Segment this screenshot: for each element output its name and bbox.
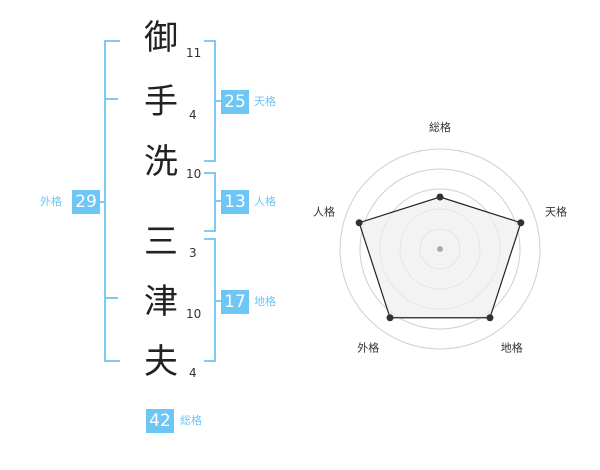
stroke-count-1: 11 [186, 46, 202, 60]
radar-grid-ring-2 [359, 168, 521, 330]
tenkaku-connector [214, 100, 222, 102]
radar-axis-label-3: 地格 [501, 341, 523, 355]
stroke-count-2: 4 [189, 108, 197, 122]
jinkaku-label: 人格 [254, 195, 276, 208]
radar-axis-label-4: 外格 [357, 341, 379, 355]
jinkaku-bracket [204, 172, 216, 232]
radar-axis-label-1: 総格 [429, 120, 451, 134]
chikaku-score: 17 [221, 290, 249, 314]
radar-point-5 [355, 219, 363, 227]
radar-score-polygon [358, 196, 522, 319]
chikaku-label: 地格 [254, 295, 276, 308]
gaikaku-score: 29 [72, 190, 100, 214]
jinkaku-score: 13 [221, 190, 249, 214]
name-char-2: 手 [144, 82, 178, 122]
radar-point-1 [436, 193, 444, 201]
stroke-count-5: 10 [186, 307, 202, 321]
radar-center-dot [437, 246, 443, 252]
name-char-6: 夫 [144, 342, 178, 382]
radar-axis-label-2: 天格 [545, 204, 567, 218]
jinkaku-connector [214, 200, 222, 202]
radar-point-4 [386, 314, 394, 322]
gaikaku-connector [98, 201, 106, 203]
chikaku-connector [214, 300, 222, 302]
tenkaku-score: 25 [221, 90, 249, 114]
name-char-3: 洗 [144, 142, 178, 182]
tenkaku-label: 天格 [254, 95, 276, 108]
gaikaku-tick-2 [104, 297, 118, 299]
radar-point-3 [486, 314, 494, 322]
radar-axis-label-5: 人格 [313, 204, 335, 218]
stroke-count-3: 10 [186, 167, 202, 181]
name-char-4: 三 [144, 222, 178, 262]
stroke-count-6: 4 [189, 366, 197, 380]
radar-grid-ring-1 [339, 148, 541, 350]
gaikaku-tick-1 [104, 98, 118, 100]
name-char-5: 津 [144, 282, 178, 322]
radar-point-2 [517, 219, 525, 227]
name-char-1: 御 [144, 18, 178, 58]
stroke-count-4: 3 [189, 246, 197, 260]
soukaku-label: 総格 [180, 414, 202, 427]
gaikaku-label: 外格 [40, 195, 62, 208]
soukaku-score: 42 [146, 409, 174, 433]
